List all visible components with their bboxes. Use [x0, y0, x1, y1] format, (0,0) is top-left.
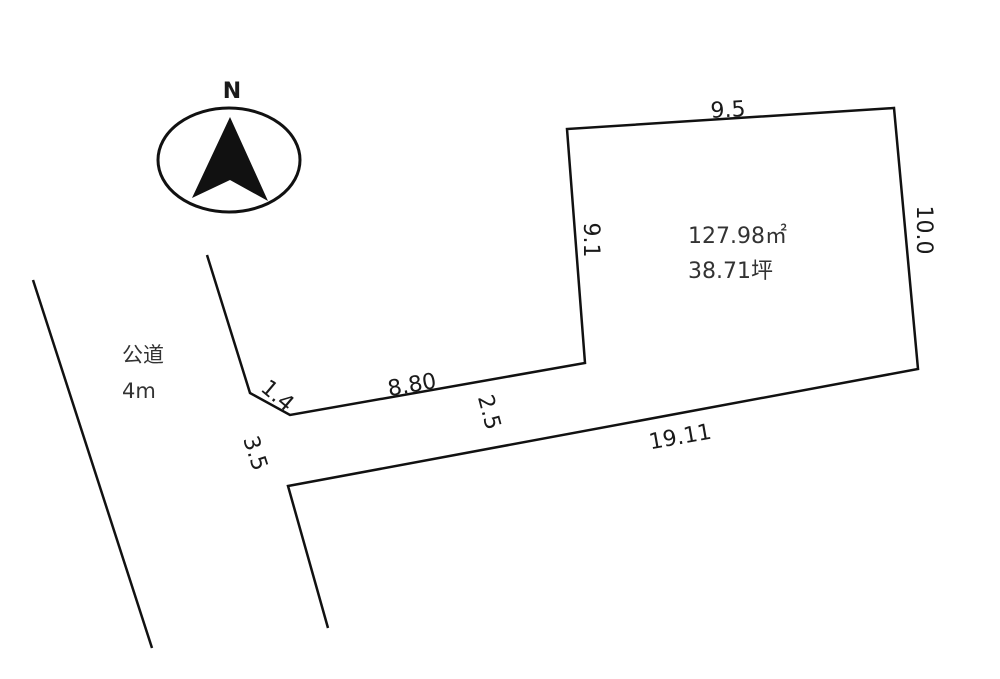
dim-top: 9.5 [710, 97, 746, 124]
dim-access-road: 3.5 [237, 433, 272, 474]
dim-inner-bottom: 8.80 [386, 369, 439, 402]
north-label: N [223, 79, 241, 104]
compass-ring [156, 106, 302, 214]
dim-access-inner: 2.5 [472, 392, 505, 432]
road-width-label: 4m [122, 379, 156, 403]
lot-boundary [205, 106, 920, 629]
compass: N [156, 79, 302, 214]
lot-area-tsubo: 38.71坪 [688, 259, 773, 284]
dim-right: 10.0 [911, 206, 936, 255]
dim-bottom: 19.11 [647, 420, 713, 456]
dim-corner-cut: 1.4 [256, 375, 299, 417]
dim-inner-left: 9.1 [578, 223, 603, 258]
road-edge-line [31, 279, 154, 649]
road-type-label: 公道 [122, 343, 164, 367]
north-arrow-icon [192, 117, 268, 201]
lot-area-sqm: 127.98㎡ [688, 223, 787, 249]
